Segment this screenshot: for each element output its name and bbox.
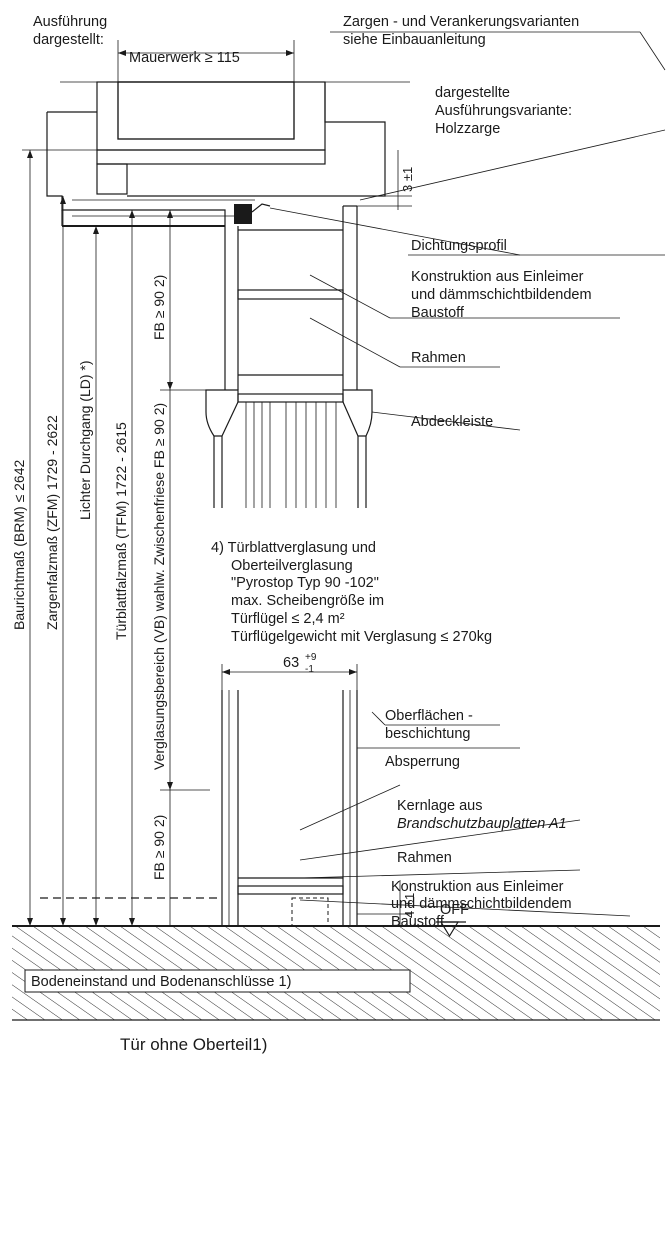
dimension-lines <box>22 40 412 926</box>
label-note4-5: Türflügel ≤ 2,4 m² <box>231 611 345 627</box>
label-konstruktion-bottom-2: und dämmschichtbildendem <box>391 896 572 912</box>
dim-ld: Lichter Durchgang (LD) *) <box>77 360 93 520</box>
label-note4-1: 4) Türblattverglasung und <box>211 540 376 556</box>
label-kernlage-2: Brandschutzbauplatten A1 <box>397 816 567 832</box>
door-leaf-bottom <box>221 690 358 927</box>
label-mauerwerk: Mauerwerk ≥ 115 <box>129 50 240 66</box>
label-konstruktion-bottom-3: Baustoff <box>391 914 445 930</box>
label-rahmen-bottom: Rahmen <box>397 850 452 866</box>
dim-vb: Verglasungsbereich (VB) wahlw. Zwischenf… <box>151 403 167 770</box>
label-note4-2: Oberteilverglasung <box>231 558 353 574</box>
leader-lines <box>269 31 666 917</box>
dim-tfm: Türblattfalzmaß (TFM) 1722 - 2615 <box>113 422 129 640</box>
dim-brm: Baurichtmaß (BRM) ≤ 2642 <box>11 459 27 630</box>
label-variante-2: Ausführungsvariante: <box>435 103 572 119</box>
label-dim-63-tol-minus: -1 <box>305 664 314 675</box>
caption: Tür ohne Oberteil1) <box>120 1035 267 1054</box>
label-kernlage-1: Kernlage aus <box>397 798 482 814</box>
label-variante-3: Holzzarge <box>435 121 500 137</box>
label-konstruktion-bottom-1: Konstruktion aus Einleimer <box>391 879 564 895</box>
dim-fb-bottom: FB ≥ 90 2) <box>151 815 167 880</box>
label-dim-63-tol-plus: +9 <box>305 652 317 663</box>
label-boden: Bodeneinstand und Bodenanschlüsse 1) <box>31 974 291 990</box>
label-konstruktion-top-3: Baustoff <box>411 305 465 321</box>
label-oberflaechen-2: beschichtung <box>385 726 470 742</box>
label-abdeckleiste: Abdeckleiste <box>411 414 493 430</box>
label-dim-3: 3 ±1 <box>400 167 415 192</box>
dim-fb-top: FB ≥ 90 2) <box>151 275 167 340</box>
door-leaf-top <box>224 205 358 390</box>
label-off: OFF <box>440 902 469 918</box>
label-variante-1: dargestellte <box>435 85 510 101</box>
label-dim-4: 4 ±1 <box>402 893 417 918</box>
label-zargen-2: siehe Einbauanleitung <box>343 32 486 48</box>
label-absperrung: Absperrung <box>385 754 460 770</box>
label-dichtungsprofil: Dichtungsprofil <box>411 238 507 254</box>
label-konstruktion-top-1: Konstruktion aus Einleimer <box>411 269 584 285</box>
drawing-labels: Ausführung dargestellt: Mauerwerk ≥ 115 … <box>33 14 592 930</box>
label-rahmen-top: Rahmen <box>411 350 466 366</box>
dim-zfm: Zargenfalzmaß (ZFM) 1729 - 2622 <box>44 415 60 630</box>
floor-labels: 4 ±1 OFF Bodeneinstand und Bodenanschlüs… <box>31 893 469 1054</box>
label-ausfuehrung-2: dargestellt: <box>33 32 104 48</box>
label-dim-63: 63 <box>283 655 299 671</box>
label-ausfuehrung-1: Ausführung <box>33 14 107 30</box>
label-zargen-1: Zargen - und Verankerungsvarianten <box>343 14 579 30</box>
label-note4-4: max. Scheibengröße im <box>231 593 384 609</box>
wall-section <box>96 81 326 195</box>
vertical-dimension-labels: Baurichtmaß (BRM) ≤ 2642 Zargenfalzmaß (… <box>11 275 167 880</box>
glazing-bead <box>205 389 373 508</box>
label-note4-3: "Pyrostop Typ 90 -102" <box>231 575 379 591</box>
label-konstruktion-top-2: und dämmschichtbildendem <box>411 287 592 303</box>
floor <box>12 921 660 1021</box>
label-note4-6: Türflügelgewicht mit Verglasung ≤ 270kg <box>231 629 492 645</box>
label-oberflaechen-1: Oberflächen - <box>385 708 473 724</box>
frame-section <box>46 82 386 227</box>
